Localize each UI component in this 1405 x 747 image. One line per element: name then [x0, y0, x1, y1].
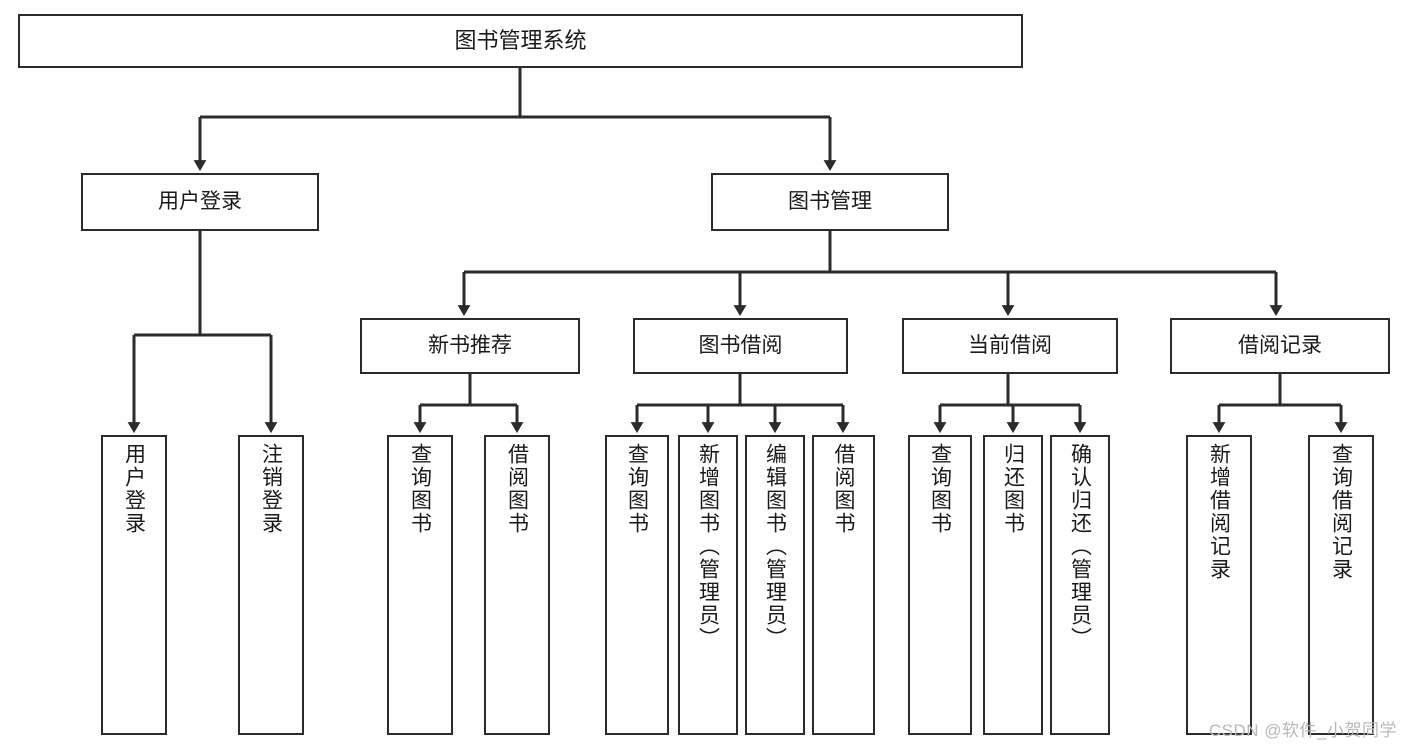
node-leaf-查询图书[interactable]: 查询图书: [605, 435, 669, 735]
node-l3-借阅记录[interactable]: 借阅记录: [1170, 318, 1390, 374]
node-leaf-label: 查询图书: [928, 443, 952, 535]
node-leaf-用户登录[interactable]: 用户登录: [101, 435, 167, 735]
node-l3-label: 当前借阅: [968, 333, 1052, 357]
node-leaf-label: 新增图书（管理员）: [696, 443, 720, 650]
node-leaf-查询借阅记录[interactable]: 查询借阅记录: [1308, 435, 1374, 735]
node-leaf-label: 确认归还（管理员）: [1068, 443, 1092, 650]
node-leaf-查询图书[interactable]: 查询图书: [387, 435, 453, 735]
node-leaf-label: 查询借阅记录: [1329, 443, 1353, 581]
node-l2-label: 图书管理: [788, 189, 872, 213]
node-leaf-归还图书[interactable]: 归还图书: [983, 435, 1043, 735]
node-leaf-确认归还管理员[interactable]: 确认归还（管理员）: [1050, 435, 1110, 735]
node-leaf-label: 查询图书: [408, 443, 432, 535]
node-l3-label: 新书推荐: [428, 333, 512, 357]
node-l2-label: 用户登录: [158, 189, 242, 213]
node-l3-label: 图书借阅: [698, 333, 783, 357]
node-l2-图书管理[interactable]: 图书管理: [711, 173, 949, 231]
node-leaf-label: 用户登录: [122, 443, 146, 535]
node-leaf-编辑图书管理员[interactable]: 编辑图书（管理员）: [745, 435, 805, 735]
node-leaf-借阅图书[interactable]: 借阅图书: [484, 435, 550, 735]
node-leaf-新增借阅记录[interactable]: 新增借阅记录: [1186, 435, 1252, 735]
node-leaf-label: 查询图书: [625, 443, 649, 535]
watermark-text: CSDN @软件_小贺同学: [1208, 721, 1397, 740]
node-l3-label: 借阅记录: [1238, 333, 1322, 357]
node-l3-图书借阅[interactable]: 图书借阅: [633, 318, 848, 374]
node-leaf-借阅图书[interactable]: 借阅图书: [812, 435, 875, 735]
node-leaf-查询图书[interactable]: 查询图书: [908, 435, 972, 735]
node-root-label: 图书管理系统: [454, 28, 587, 54]
node-leaf-label: 借阅图书: [832, 443, 855, 535]
node-leaf-新增图书管理员[interactable]: 新增图书（管理员）: [678, 435, 738, 735]
node-leaf-label: 归还图书: [1001, 443, 1025, 535]
node-l2-用户登录[interactable]: 用户登录: [81, 173, 319, 231]
node-leaf-label: 编辑图书（管理员）: [763, 443, 787, 650]
node-leaf-label: 新增借阅记录: [1207, 443, 1231, 581]
node-root[interactable]: 图书管理系统: [18, 14, 1023, 68]
node-l3-当前借阅[interactable]: 当前借阅: [902, 318, 1118, 374]
node-l3-新书推荐[interactable]: 新书推荐: [360, 318, 580, 374]
node-leaf-注销登录[interactable]: 注销登录: [238, 435, 304, 735]
node-leaf-label: 注销登录: [259, 443, 283, 535]
node-leaf-label: 借阅图书: [505, 443, 529, 535]
